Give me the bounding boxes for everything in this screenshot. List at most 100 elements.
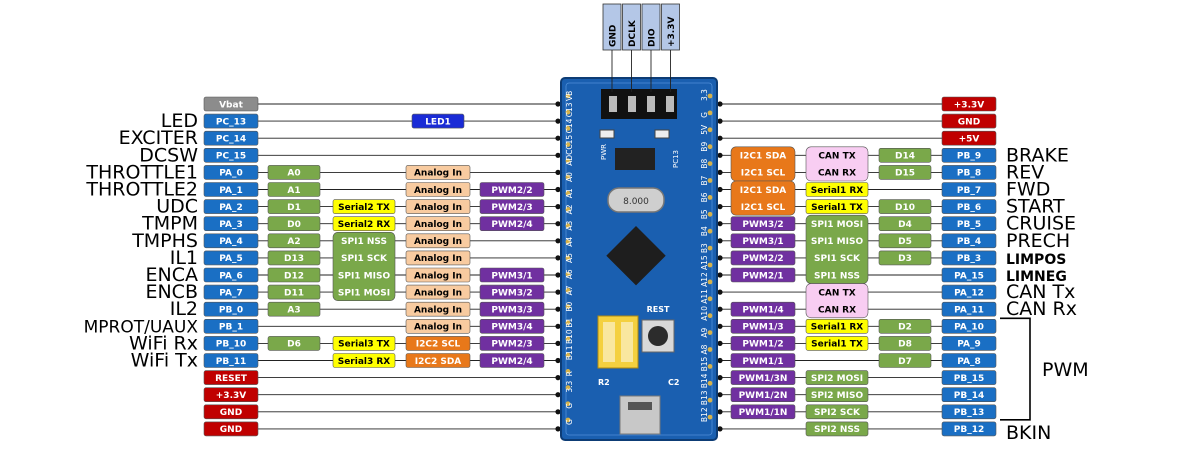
reset-button[interactable] <box>648 326 668 346</box>
pc13-led <box>654 129 670 139</box>
left-pin-3-3v-box <box>203 387 259 403</box>
right-pin-5v: +5V <box>941 130 997 146</box>
left-signal-il2: IL2 <box>170 298 198 320</box>
left-edge-label: A7 <box>565 285 574 295</box>
right-tag-pwm1-1n-label: PWM1/1N <box>739 408 788 418</box>
header-pin-label: DCLK <box>628 19 638 47</box>
right-edge-label: B14 <box>700 373 709 388</box>
header-pin <box>609 96 617 112</box>
right-group-box <box>730 180 796 216</box>
right-pin-pb-7-label: PB_7 <box>957 186 981 196</box>
left-edge-label: G <box>565 403 574 409</box>
left-wire-dot-9 <box>555 255 561 261</box>
right-tag-d10-label: D10 <box>895 203 915 213</box>
right-tag-spi2-mosi-box <box>805 370 869 385</box>
left-pin-pa-4: PA_4 <box>203 233 259 249</box>
left-tag-pwm3-2-label: PWM3/2 <box>491 288 532 298</box>
left-pin-pb-1-label: PB_1 <box>219 323 243 333</box>
left-tag-d11: D11 <box>267 284 321 300</box>
left-pin-pa-0-label: PA_0 <box>219 169 243 179</box>
left-tag-analog-in-box <box>405 216 471 231</box>
right-wire-dot-19 <box>717 426 723 432</box>
boot0-jumper[interactable] <box>603 322 615 362</box>
left-pin-pa-5-box <box>203 250 259 266</box>
right-tag-pwm1-2n-box <box>730 387 796 403</box>
left-wire-dot-3 <box>555 152 561 158</box>
left-pin-pb-10: PB_10 <box>203 336 259 351</box>
right-wire-dot-14 <box>717 340 723 346</box>
left-wire-dot-13 <box>555 323 561 329</box>
left-tag-pwm2-3: PWM2/3 <box>479 199 545 214</box>
left-pin-pa-3: PA_3 <box>203 216 259 231</box>
right-tag-spi2-mosi: SPI2 MOSI <box>805 370 869 385</box>
left-signal-il1: IL1 <box>170 247 198 269</box>
right-tag-serial1-rx-box <box>805 182 869 197</box>
r2-label: R2 <box>598 378 610 387</box>
left-edge-label: A4 <box>565 237 574 247</box>
right-edge-label: 5V <box>700 124 709 135</box>
right-group-label-i2c1-sda: I2C1 SDA <box>740 152 787 162</box>
right-tag-pwm2-2-label: PWM2/2 <box>742 254 783 264</box>
left-tag-pwm3-2-box <box>479 284 545 300</box>
right-tag-d7-box <box>878 353 932 368</box>
header-pin-dclk: DCLK <box>622 3 641 51</box>
header-pin-3-3v: +3.3V <box>661 3 680 51</box>
header-pin-gnd: GND <box>602 3 622 51</box>
right-pin-pb-9-label: PB_9 <box>957 152 981 162</box>
left-pin-pb-11-label: PB_11 <box>216 357 246 367</box>
right-pin-pb-4-label: PB_4 <box>957 237 981 247</box>
left-edge-label: VB <box>565 91 574 101</box>
right-wire-dot-6 <box>717 204 723 210</box>
right-tag-spi2-miso-label: SPI2 MISO <box>811 391 864 401</box>
left-pin-pc-14-box <box>203 130 259 146</box>
right-edge-hole <box>707 110 713 116</box>
left-edge-hole <box>565 207 571 212</box>
left-tag-serial3-tx-label: Serial3 TX <box>338 340 390 350</box>
left-tag-pwm2-2-label: PWM2/2 <box>491 186 532 196</box>
right-signal-can-rx: CAN Rx <box>1006 298 1077 320</box>
right-tag-serial1-rx-box <box>805 318 869 334</box>
right-edge-hole <box>707 178 713 183</box>
right-wire-dot-0 <box>717 101 723 107</box>
left-tag-pwm3-4-box <box>479 318 545 334</box>
left-tag-d0: D0 <box>267 216 321 231</box>
left-pin-pc-15-box <box>203 148 259 163</box>
right-tag-serial1-tx: Serial1 TX <box>805 336 869 351</box>
left-tag-i2c2-sda-label: I2C2 SDA <box>415 357 462 367</box>
left-tag-pwm3-3-label: PWM3/3 <box>491 306 532 316</box>
left-pin-pb-10-label: PB_10 <box>216 340 246 350</box>
left-tag-pwm3-3: PWM3/3 <box>479 301 545 317</box>
right-wire-dot-10 <box>717 272 723 278</box>
left-tag-analog-in: Analog In <box>405 284 471 300</box>
right-tag-pwm3-1-box <box>730 233 796 249</box>
boot1-jumper[interactable] <box>621 322 633 362</box>
left-pin-pc-14-label: PC_14 <box>216 135 246 145</box>
left-tag-a0: A0 <box>267 165 321 180</box>
left-signal-tmpm: TMPM <box>141 213 198 235</box>
right-pin-pa-11-box <box>941 301 997 317</box>
left-edge-label: A6 <box>565 269 574 279</box>
right-pin-pb-8-label: PB_8 <box>957 169 981 179</box>
left-tag-led1-box <box>411 113 465 129</box>
left-edge-label: A3 <box>565 220 574 230</box>
left-wire-dot-6 <box>555 204 561 210</box>
left-pin-pb-11: PB_11 <box>203 353 259 368</box>
right-edge-label: A12 <box>700 272 709 287</box>
left-pin-vbat-box <box>203 96 259 112</box>
right-edge-label: B9 <box>700 142 709 152</box>
left-pin-gnd: GND <box>203 404 259 420</box>
right-tag-d7-label: D7 <box>898 357 912 367</box>
left-tag-pwm2-4: PWM2/4 <box>479 353 545 368</box>
left-pin-pa-4-label: PA_4 <box>219 237 243 247</box>
right-pin-pb-3-box <box>941 250 997 266</box>
left-edge-hole <box>565 288 571 293</box>
right-pin-pb-14-box <box>941 387 997 403</box>
right-group-label-can-tx: CAN TX <box>818 288 855 298</box>
left-tag-d13: D13 <box>267 250 321 266</box>
left-pin-pa-5: PA_5 <box>203 250 259 266</box>
left-edge-label: ADC <box>565 150 574 166</box>
left-pin-pa-6: PA_6 <box>203 267 259 283</box>
right-pin-pb-15-box <box>941 370 997 385</box>
